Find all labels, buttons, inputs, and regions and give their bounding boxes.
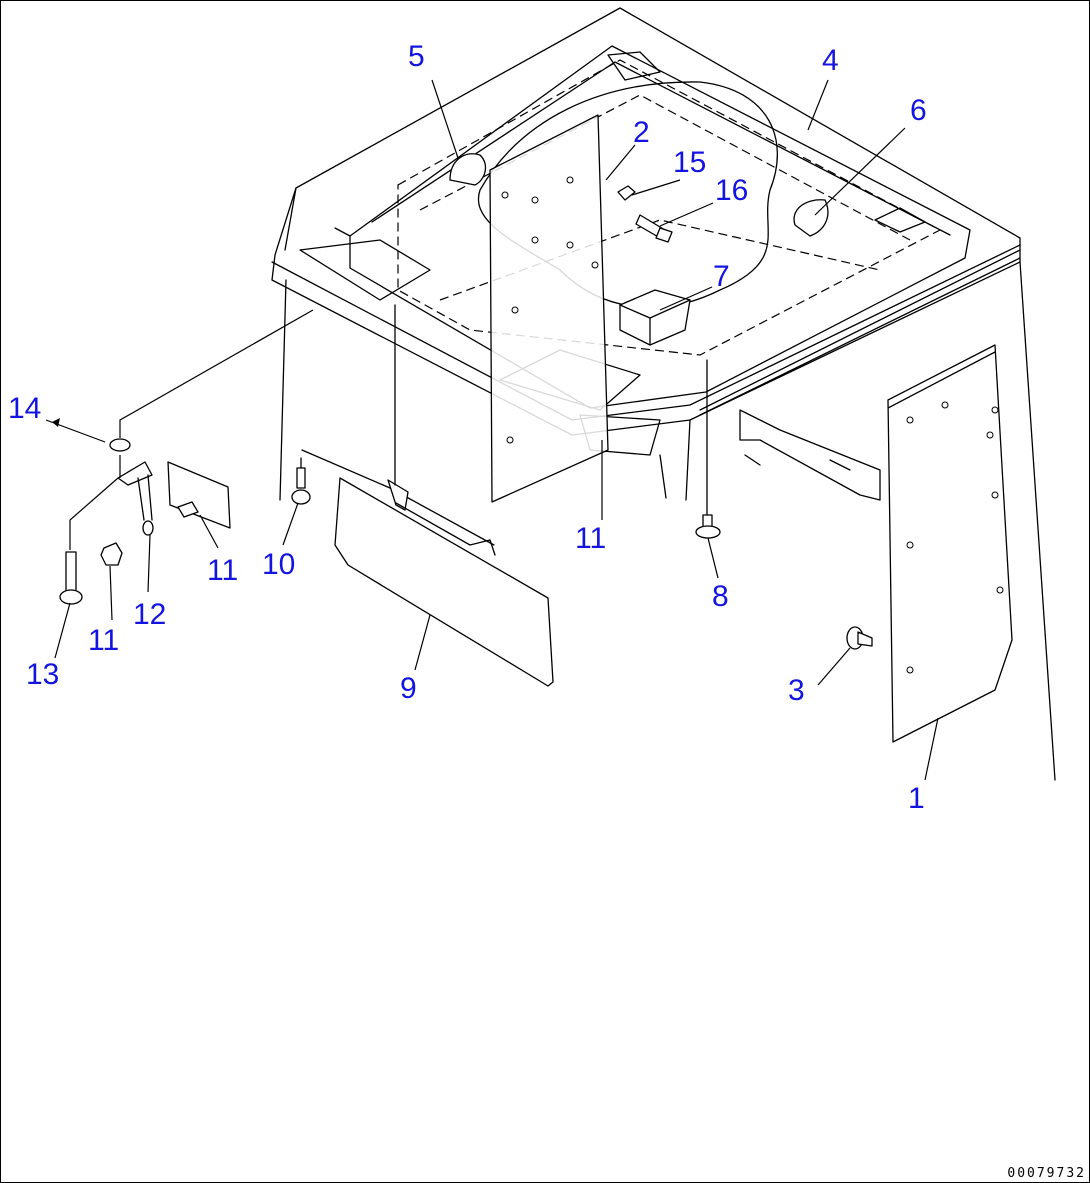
part-15-pin — [617, 185, 636, 201]
part-1-side-panel — [887, 344, 1013, 743]
part-labels: 1 2 3 4 5 6 7 8 9 10 11 11 11 12 13 14 1… — [8, 40, 927, 815]
label-part-16: 16 — [715, 174, 748, 207]
label-part-10: 10 — [262, 548, 295, 581]
label-part-12: 12 — [133, 598, 166, 631]
label-part-4: 4 — [822, 44, 839, 77]
label-part-1: 1 — [908, 782, 925, 815]
part-3-stud — [846, 626, 873, 650]
part-9-sun-visor — [301, 304, 554, 687]
label-part-13: 13 — [26, 658, 59, 691]
part-11-mirror — [167, 461, 231, 529]
label-part-5: 5 — [408, 40, 425, 73]
label-part-7: 7 — [713, 260, 730, 293]
label-part-9: 9 — [400, 672, 417, 705]
part-12-bracket — [117, 461, 154, 536]
label-part-6: 6 — [910, 94, 927, 127]
cab-roof — [271, 7, 1056, 781]
part-14-washer — [45, 309, 314, 550]
part-7-block — [619, 289, 691, 346]
label-part-8: 8 — [712, 580, 729, 613]
label-part-11-mirror: 11 — [207, 554, 238, 587]
leader-lines — [54, 79, 939, 781]
label-part-11-nut: 11 — [88, 624, 119, 657]
label-part-15: 15 — [673, 146, 706, 179]
part-2-inner-panel — [489, 114, 609, 503]
part-11-nut — [100, 542, 123, 566]
label-part-11-center: 11 — [575, 522, 606, 555]
label-part-3: 3 — [788, 674, 805, 707]
part-13-bolt — [59, 551, 83, 605]
part-10-bolt — [291, 457, 311, 505]
part-6-pad — [793, 199, 829, 237]
part-16-bolt — [635, 214, 673, 243]
label-part-2: 2 — [633, 116, 650, 149]
drawing-number: 00079732 — [1007, 1166, 1086, 1181]
label-part-14: 14 — [8, 392, 41, 425]
part-5-pad — [449, 153, 487, 186]
